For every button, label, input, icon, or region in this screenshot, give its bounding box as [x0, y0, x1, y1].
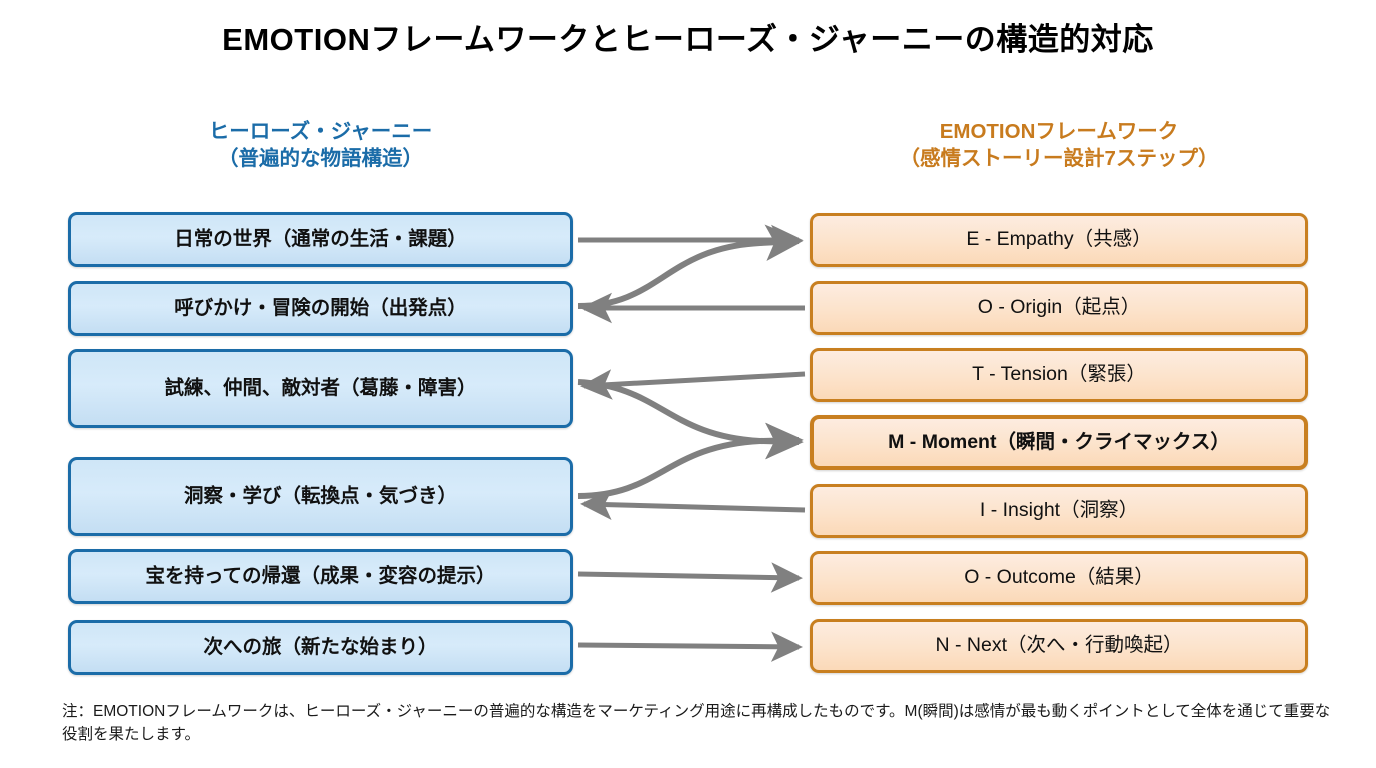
column-header-emotion-framework: EMOTIONフレームワーク （感情ストーリー設計7ステップ） [810, 118, 1308, 172]
connector-call-to-empathy [577, 224, 804, 309]
column-header-right-line2: （感情ストーリー設計7ステップ） [899, 147, 1219, 171]
journey-step-2[interactable]: 呼びかけ・冒険の開始（出発点） [68, 281, 573, 336]
column-header-heroes-journey: ヒーローズ・ジャーニー （普遍的な物語構造） [68, 118, 573, 172]
emotion-step-insight-label: I - Insight（洞察） [979, 499, 1139, 522]
journey-step-3-label: 試練、仲間、敵対者（葛藤・障害） [164, 376, 477, 399]
connector-tension-to-trials [580, 369, 806, 400]
journey-step-1-label: 日常の世界（通常の生活・課題） [174, 227, 467, 250]
emotion-step-outcome-label: O - Outcome（結果） [964, 566, 1154, 589]
journey-step-5[interactable]: 宝を持っての帰還（成果・変容の提示） [68, 549, 573, 604]
emotion-step-insight[interactable]: I - Insight（洞察） [810, 484, 1308, 538]
journey-step-5-label: 宝を持っての帰還（成果・変容の提示） [145, 564, 496, 587]
column-header-left-line2: （普遍的な物語構造） [218, 147, 423, 171]
journey-step-3[interactable]: 試練、仲間、敵対者（葛藤・障害） [68, 349, 573, 428]
footnote-text: 注：EMOTIONフレームワークは、ヒーローズ・ジャーニーの普遍的な構造をマーケ… [62, 703, 1331, 744]
journey-step-4[interactable]: 洞察・学び（転換点・気づき） [68, 457, 573, 536]
emotion-step-moment[interactable]: M - Moment（瞬間・クライマックス） [810, 415, 1308, 470]
emotion-step-next-label: N - Next（次へ・行動喚起） [935, 634, 1183, 657]
connector-nextjourney-to-next [577, 631, 803, 662]
emotion-step-tension-label: T - Tension（緊張） [972, 363, 1146, 386]
journey-step-6[interactable]: 次への旅（新たな始まり） [68, 620, 573, 675]
emotion-step-empathy[interactable]: E - Empathy（共感） [810, 213, 1308, 267]
connector-trials-to-moment [577, 379, 804, 460]
journey-step-6-label: 次への旅（新たな始まり） [203, 635, 438, 658]
emotion-step-tension[interactable]: T - Tension（緊張） [810, 348, 1308, 402]
column-header-right-line1: EMOTIONフレームワーク [939, 120, 1179, 143]
page-title: EMOTIONフレームワークとヒーローズ・ジャーニーの構造的対応 [222, 22, 1154, 57]
column-header-left-line1: ヒーローズ・ジャーニー [208, 120, 433, 143]
emotion-step-origin-label: O - Origin（起点） [977, 296, 1141, 319]
journey-step-2-label: 呼びかけ・冒険の開始（出発点） [174, 296, 467, 319]
connector-insight-to-learning [580, 489, 806, 521]
emotion-step-moment-label: M - Moment（瞬間・クライマックス） [888, 430, 1230, 453]
emotion-step-next[interactable]: N - Next（次へ・行動喚起） [810, 619, 1308, 673]
emotion-step-empathy-label: E - Empathy（共感） [966, 228, 1152, 251]
emotion-step-outcome[interactable]: O - Outcome（結果） [810, 551, 1308, 605]
connector-insight-left-to-moment [577, 422, 804, 499]
emotion-step-origin[interactable]: O - Origin（起点） [810, 281, 1308, 335]
journey-step-4-label: 洞察・学び（転換点・気づき） [183, 484, 457, 507]
journey-step-1[interactable]: 日常の世界（通常の生活・課題） [68, 212, 573, 267]
connector-return-to-outcome [577, 562, 803, 593]
